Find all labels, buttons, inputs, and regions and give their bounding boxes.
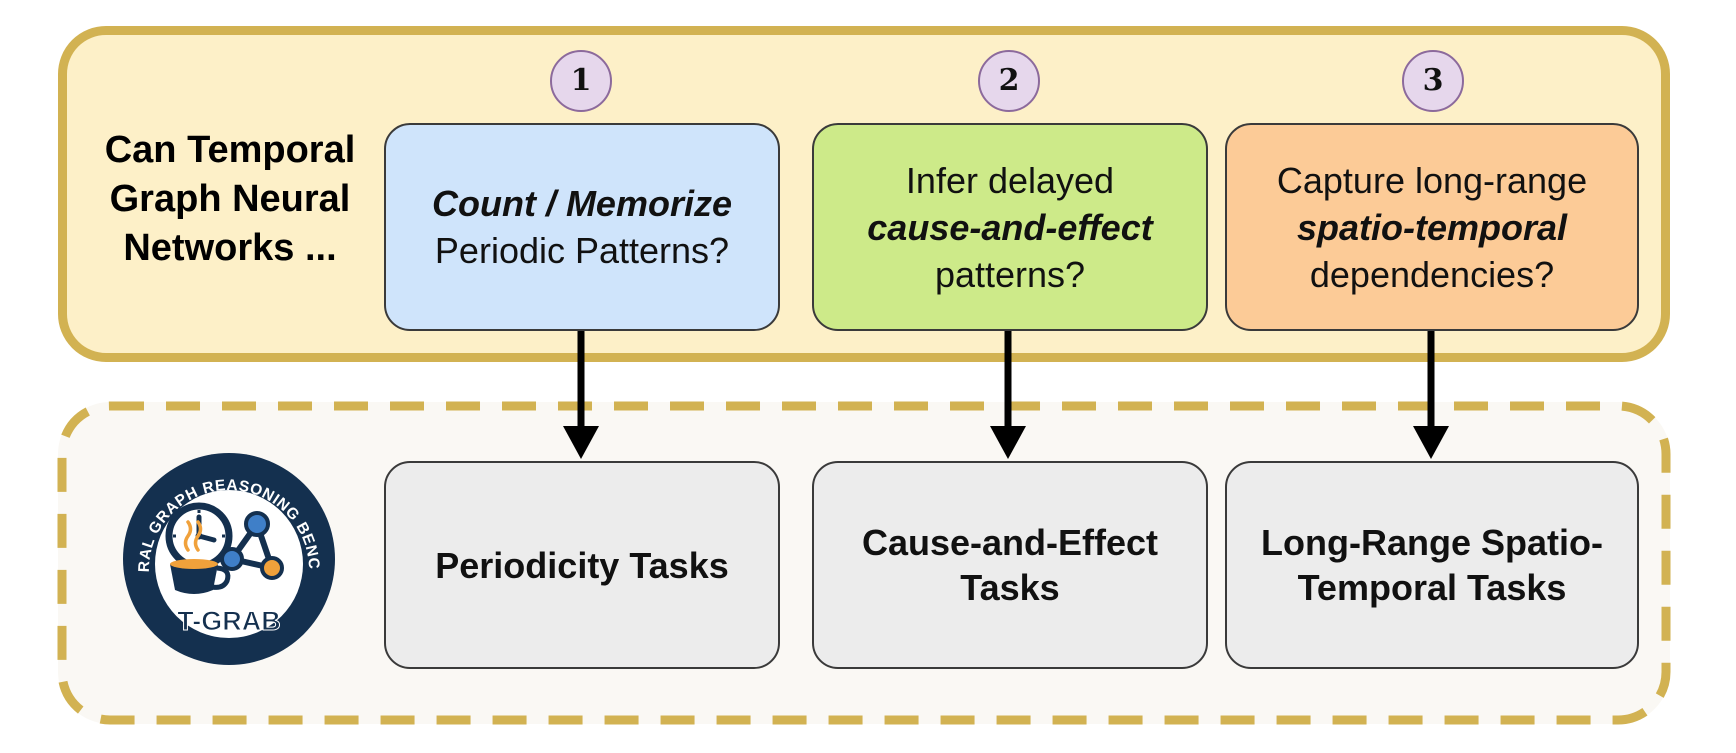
step-1-badge: 1 [550,50,612,112]
capability-text: Periodic Patterns? [434,230,730,271]
task-label: Cause-and-Effect [861,522,1159,563]
arrow-1 [563,331,599,459]
task-label: Long-Range Spatio- [1261,522,1603,563]
capability-text: Infer delayed [905,159,1115,201]
task-label: Tasks [960,567,1060,608]
logo-name: T-GRAB [177,606,281,636]
task-box-periodicity: Periodicity Tasks [384,461,780,669]
task-box-cause-effect: Cause-and-Effect Tasks [812,461,1208,669]
coffee-cup-icon [170,520,231,594]
capability-box-cause-effect: Infer delayed cause-and-effect patterns? [812,123,1208,331]
question-line: Can Temporal [104,129,356,171]
task-box-long-range: Long-Range Spatio- Temporal Tasks [1225,461,1639,669]
step-3-badge: 3 [1402,50,1464,112]
graph-network-icon [220,511,284,580]
capability-emphasis: spatio-temporal [1296,206,1568,248]
arrow-3 [1413,331,1449,459]
step-2-badge: 2 [978,50,1040,112]
question-heading: Can Temporal Graph Neural Networks ... [80,126,380,273]
capability-text: Capture long-range [1276,159,1588,201]
task-label: Temporal Tasks [1297,567,1567,608]
task-label: Periodicity Tasks [435,544,729,586]
arrow-2 [990,331,1026,459]
question-line: Graph Neural [109,178,351,220]
capability-emphasis: cause-and-effect [867,206,1153,248]
t-grab-logo: TEMPORAL GRAPH REASONING BENCHMARK T-GRA… [122,452,335,665]
capability-text: dependencies? [1309,253,1555,295]
capability-box-spatio-temporal: Capture long-range spatio-temporal depen… [1225,123,1639,331]
capability-text: patterns? [934,253,1086,295]
capability-box-periodic: Count / Memorize Periodic Patterns? [384,123,780,331]
question-line: Networks ... [123,227,337,269]
capability-emphasis: Count / Memorize [431,183,732,224]
